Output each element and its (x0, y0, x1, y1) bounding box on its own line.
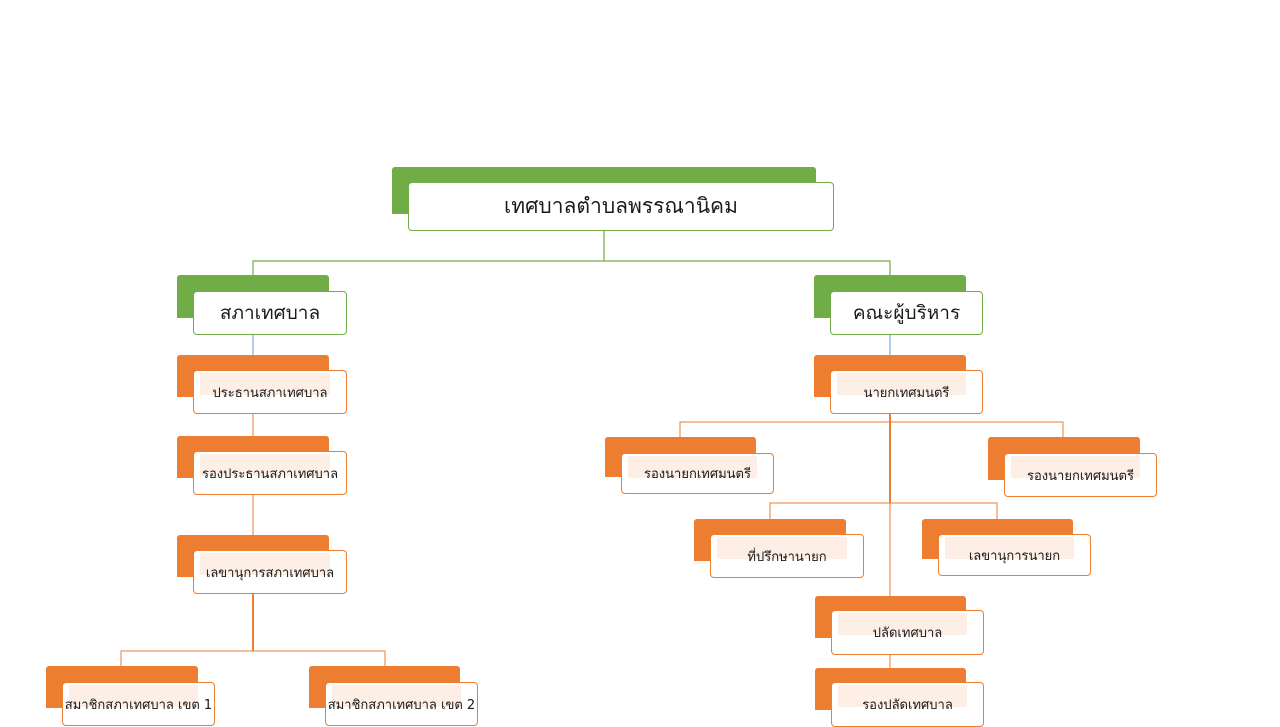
node-deputy-clerk-label: รองปลัดเทศบาล (862, 698, 953, 713)
connector-root-to-branches (252, 231, 605, 275)
node-council-chair-label: ประธานสภาเทศบาล (212, 385, 328, 401)
node-council-member-2-label: สมาชิกสภาเทศบาล เขต 2 (327, 697, 476, 713)
node-mayor-label: นายกเทศมนตรี (863, 385, 950, 401)
connector-to-deputy-mayors (679, 421, 1064, 437)
node-municipal-clerk-label: ปลัดเทศบาล (872, 626, 943, 641)
node-root-label: เทศบาลตำบลพรรณานิคม (504, 194, 738, 218)
node-mayor-secretary-label: เลขานุการนายก (968, 548, 1061, 564)
node-council-vice-chair-label: รองประธานสภาเทศบาล (201, 466, 339, 482)
node-council-member-1-label: สมาชิกสภาเทศบาล เขต 1 (64, 697, 213, 713)
connector-root-to-executive (604, 260, 891, 275)
node-council-label: สภาเทศบาล (219, 302, 321, 324)
node-deputy-mayor-right-label: รองนายกเทศมนตรี (1027, 468, 1134, 484)
node-executive-label: คณะผู้บริหาร (852, 302, 961, 324)
node-mayor-advisor-label: ที่ปรึกษานายก (747, 549, 827, 565)
connector-to-council-members (120, 650, 386, 666)
connector-to-advisor-secretary (769, 502, 998, 519)
node-council-secretary-label: เลขานุการสภาเทศบาล (205, 565, 335, 581)
node-deputy-mayor-left-label: รองนายกเทศมนตรี (644, 467, 751, 482)
